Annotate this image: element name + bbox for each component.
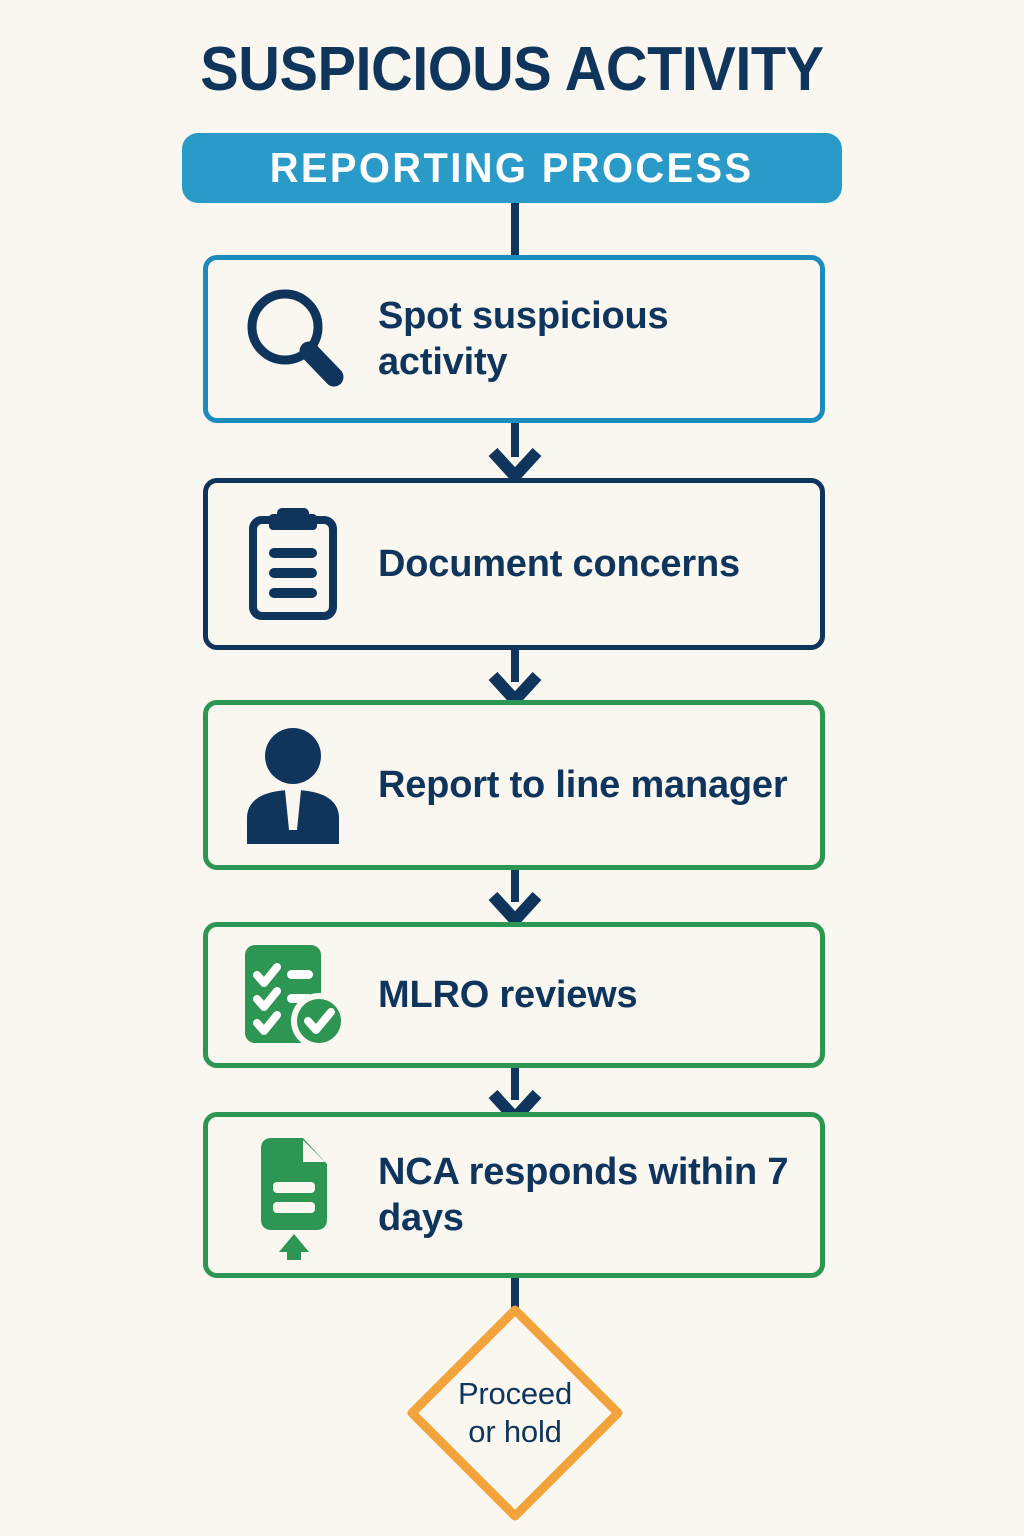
- step-box-spot-suspicious-activity[interactable]: Spot suspicious activity: [203, 255, 825, 423]
- connector-step4-to-step5: [511, 1068, 519, 1100]
- decision-line-2: or hold: [468, 1414, 562, 1449]
- document-upload-icon: [208, 1117, 378, 1273]
- connector-step5-to-decision: [511, 1278, 519, 1312]
- connector-banner-to-step1: [511, 203, 519, 257]
- connector-step2-to-step3: [511, 650, 519, 682]
- decision-line-1: Proceed: [457, 1376, 573, 1411]
- step-label: Spot suspicious activity: [378, 295, 669, 383]
- magnifier-icon: [208, 260, 378, 418]
- step-box-nca-responds[interactable]: NCA responds within 7 days: [203, 1112, 825, 1278]
- decision-diamond-text: Proceed or hold: [400, 1298, 630, 1528]
- step-box-mlro-reviews[interactable]: MLRO reviews: [203, 922, 825, 1068]
- step-label: Document concerns: [378, 543, 740, 585]
- decision-diamond[interactable]: Proceed or hold: [400, 1298, 630, 1528]
- step-box-report-to-line-manager[interactable]: Report to line manager: [203, 700, 825, 870]
- step-box-document-concerns[interactable]: Document concerns: [203, 478, 825, 650]
- step-label: MLRO reviews: [378, 974, 638, 1016]
- step-label: NCA responds within 7 days: [378, 1151, 789, 1239]
- clipboard-icon: [208, 483, 378, 645]
- connector-step3-to-step4: [511, 870, 519, 902]
- connector-step1-to-step2: [511, 423, 519, 457]
- page-title: SUSPICIOUS ACTIVITY: [200, 35, 824, 104]
- arrowhead-down-icon: [481, 891, 549, 929]
- arrowhead-down-icon: [481, 447, 549, 485]
- checklist-approved-icon: [208, 927, 378, 1063]
- subtitle-banner-label: REPORTING PROCESS: [270, 144, 754, 191]
- subtitle-banner: REPORTING PROCESS: [182, 133, 842, 203]
- step-label: Report to line manager: [378, 764, 788, 806]
- manager-person-icon: [208, 705, 378, 865]
